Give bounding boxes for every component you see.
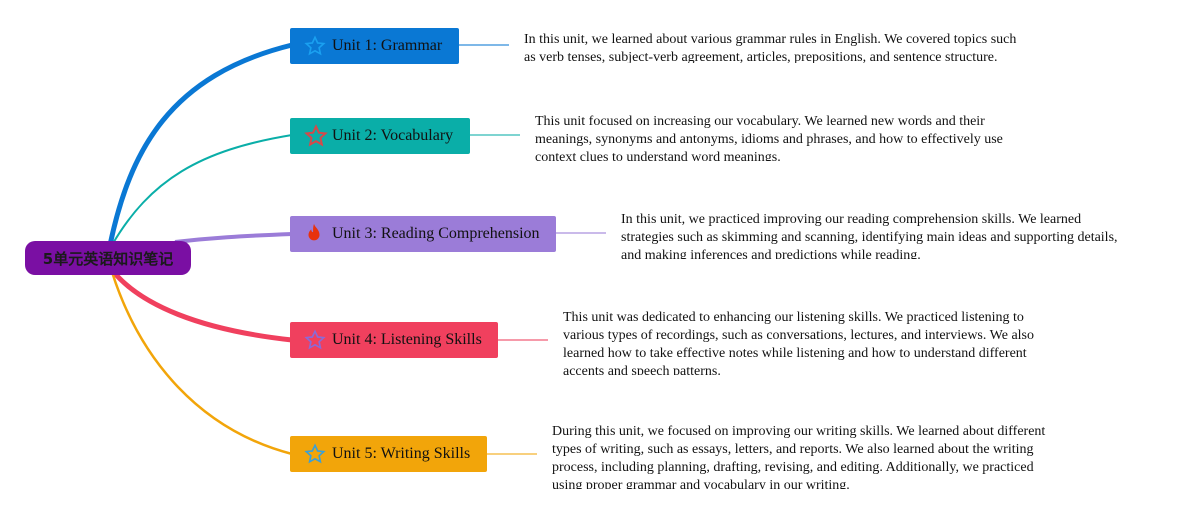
star-icon xyxy=(304,32,332,60)
branch-note-unit-4: This unit was dedicated to enhancing our… xyxy=(563,310,1034,375)
branch-connector xyxy=(111,134,293,246)
central-topic-node[interactable]: 5单元英语知识笔记 xyxy=(25,241,191,275)
fire-icon xyxy=(304,220,332,248)
branch-node-unit-5[interactable]: Unit 5: Writing Skills xyxy=(290,436,487,472)
branch-connector xyxy=(107,42,293,246)
central-topic-label: 5单元英语知识笔记 xyxy=(42,249,174,268)
star-icon xyxy=(304,122,332,150)
branch-connector xyxy=(110,268,293,343)
branch-note-unit-2: This unit focused on increasing our voca… xyxy=(535,114,1003,161)
branch-label: Unit 2: Vocabulary xyxy=(332,127,454,144)
branch-connector xyxy=(110,271,293,456)
star-icon xyxy=(304,326,332,354)
branch-connector xyxy=(174,232,293,244)
branch-node-unit-3[interactable]: Unit 3: Reading Comprehension xyxy=(290,216,556,252)
branch-note-unit-1: In this unit, we learned about various g… xyxy=(524,32,1017,63)
branch-note-unit-5: During this unit, we focused on improvin… xyxy=(552,424,1046,489)
branch-label: Unit 1: Grammar xyxy=(332,37,443,54)
branch-label: Unit 4: Listening Skills xyxy=(332,331,482,348)
branch-node-unit-1[interactable]: Unit 1: Grammar xyxy=(290,28,459,64)
branch-label: Unit 3: Reading Comprehension xyxy=(332,225,540,242)
branch-node-unit-4[interactable]: Unit 4: Listening Skills xyxy=(290,322,498,358)
star-icon xyxy=(304,440,332,468)
branch-note-unit-3: In this unit, we practiced improving our… xyxy=(621,212,1118,259)
branch-label: Unit 5: Writing Skills xyxy=(332,445,471,462)
branch-node-unit-2[interactable]: Unit 2: Vocabulary xyxy=(290,118,470,154)
